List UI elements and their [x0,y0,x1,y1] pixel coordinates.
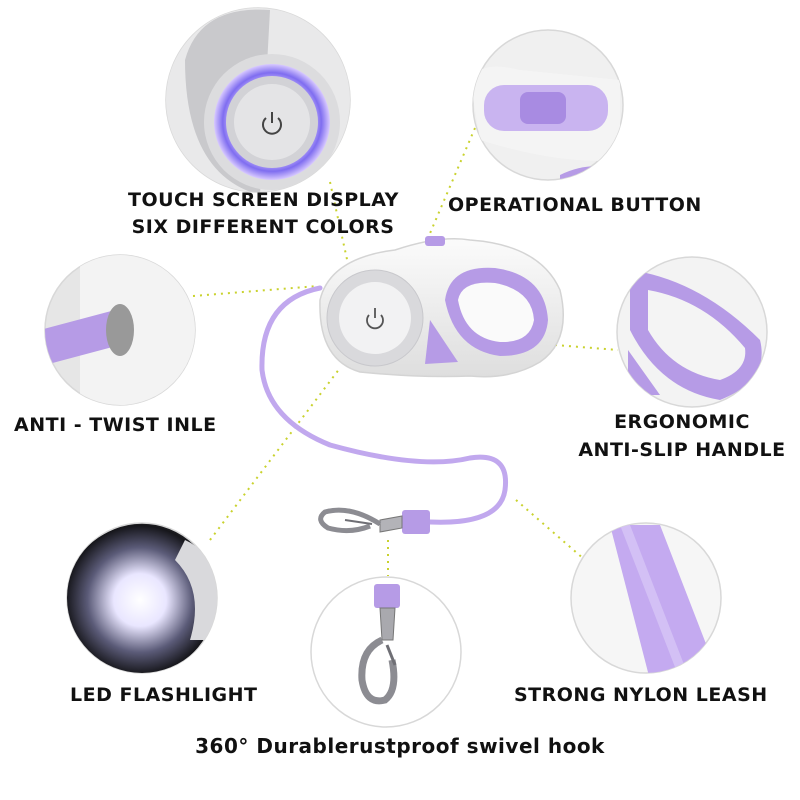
ergonomic-label-line2: ANTI-SLIP HANDLE [578,439,786,461]
leader-leash [515,499,586,561]
retractable-leash-body [319,236,564,378]
leader-button [427,127,476,239]
leader-handle [554,344,619,351]
operational-button-detail-circle [472,29,624,181]
ergonomic-label-line1: ERGONOMIC [614,411,750,433]
anti-twist-detail-circle [44,254,196,406]
operational-button-label: OPERATIONAL BUTTON [448,194,702,216]
leader-led [209,367,341,541]
power-icon [366,308,384,330]
nylon-leash-label: STRONG NYLON LEASH [514,684,768,706]
anti-twist-label: ANTI - TWIST INLE [14,414,217,436]
clasp-hook [318,507,430,534]
led-flashlight-detail-circle [66,522,218,674]
swivel-hook-detail-circle [310,576,462,728]
leash-strap [259,285,509,525]
touch-screen-label-line1: TOUCH SCREEN DISPLAY [128,189,399,211]
touch-screen-detail-circle [165,7,351,193]
nylon-leash-detail-circle [570,522,722,674]
touch-screen-label-line2: SIX DIFFERENT COLORS [131,216,395,238]
led-flashlight-label: LED FLASHLIGHT [70,684,258,706]
ergonomic-handle-detail-circle [616,256,768,408]
power-icon [262,112,282,135]
swivel-hook-caption: 360° Durablerustproof swivel hook [195,734,605,758]
